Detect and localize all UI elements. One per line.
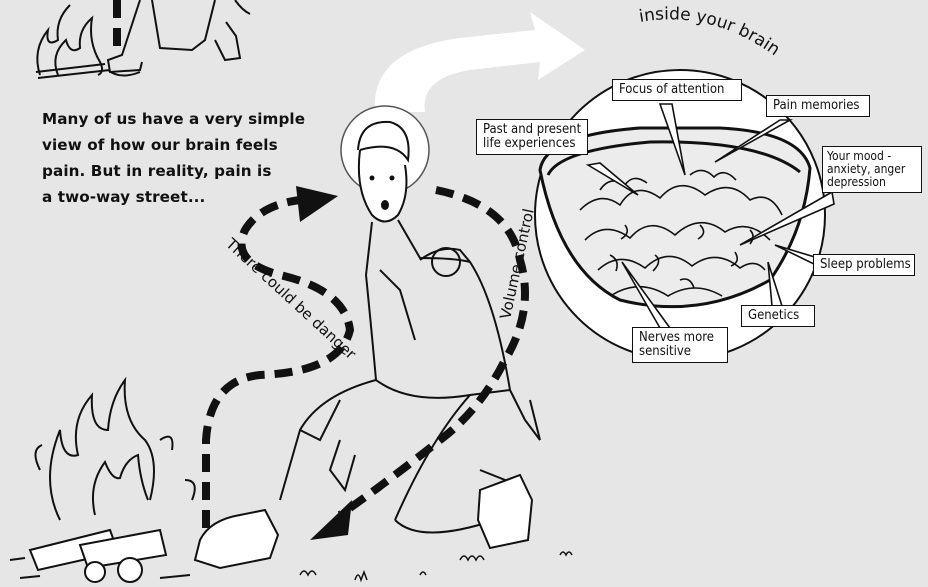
white-curved-arrow <box>375 12 585 112</box>
intro-line: Many of us have a very simple <box>42 106 307 132</box>
callout-text: life experiences <box>483 137 581 151</box>
boots <box>195 475 532 568</box>
volume-dashed-path <box>340 190 525 515</box>
callout-text: sensitive <box>639 345 721 359</box>
callout-text: Focus of attention <box>619 83 735 97</box>
callout-text: Nerves more <box>639 331 721 345</box>
callout-text: Pain memories <box>773 99 863 113</box>
callout-mood: Your mood - anxiety, anger depression <box>822 146 922 193</box>
callout-pain-memories: Pain memories <box>766 95 870 117</box>
intro-paragraph: Many of us have a very simple view of ho… <box>42 106 307 210</box>
volume-label: Volume control <box>496 207 538 321</box>
campfire-icon <box>10 380 195 582</box>
intro-line: a two-way street... <box>42 184 307 210</box>
danger-label: There could be danger <box>222 234 361 364</box>
callout-text: Genetics <box>748 309 808 323</box>
inside-your-brain-label: inside your brain <box>638 4 784 60</box>
callout-text: depression <box>827 176 917 189</box>
callout-focus-of-attention: Focus of attention <box>612 79 742 101</box>
small-campfire-icon <box>36 5 110 78</box>
callout-life-experiences: Past and present life experiences <box>476 119 588 155</box>
top-dash-1 <box>113 0 121 18</box>
intro-line: view of how our brain feels <box>42 132 307 158</box>
intro-line: pain. But in reality, pain is <box>42 158 307 184</box>
top-figure-legs <box>108 0 250 76</box>
callout-nerves-sensitive: Nerves more sensitive <box>632 327 728 363</box>
callout-sleep-problems: Sleep problems <box>813 254 915 276</box>
volume-arrow-head <box>310 500 352 540</box>
grass-tufts <box>300 552 572 580</box>
top-dash-2 <box>113 28 121 46</box>
callout-text: Past and present <box>483 123 581 137</box>
callout-genetics: Genetics <box>741 305 815 327</box>
callout-text: Sleep problems <box>820 258 908 272</box>
person-head <box>341 106 429 222</box>
